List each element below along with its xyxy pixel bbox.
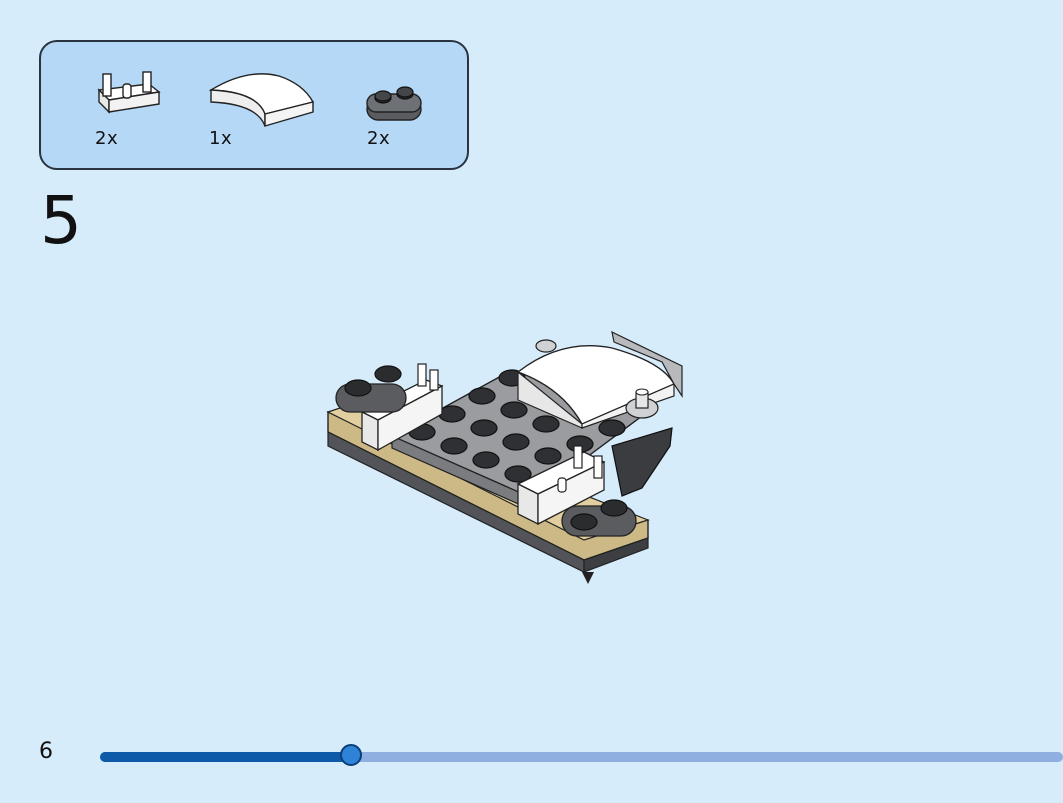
rounded-plate-1x2-icon <box>363 86 425 126</box>
part-quantity: 2x <box>367 128 391 149</box>
part-quantity: 1x <box>209 128 233 149</box>
progress-bar <box>100 744 1063 766</box>
page-number: 6 <box>39 739 53 764</box>
progress-fill <box>100 752 352 762</box>
step-number: 5 <box>40 182 82 259</box>
curved-slope-icon <box>207 68 317 130</box>
part-quantity: 2x <box>95 128 119 149</box>
parts-list-callout: 2x 1x 2x <box>39 40 469 170</box>
clip-plate-icon <box>93 70 165 118</box>
progress-indicator-knob[interactable] <box>340 744 363 766</box>
model-illustration <box>322 328 692 602</box>
